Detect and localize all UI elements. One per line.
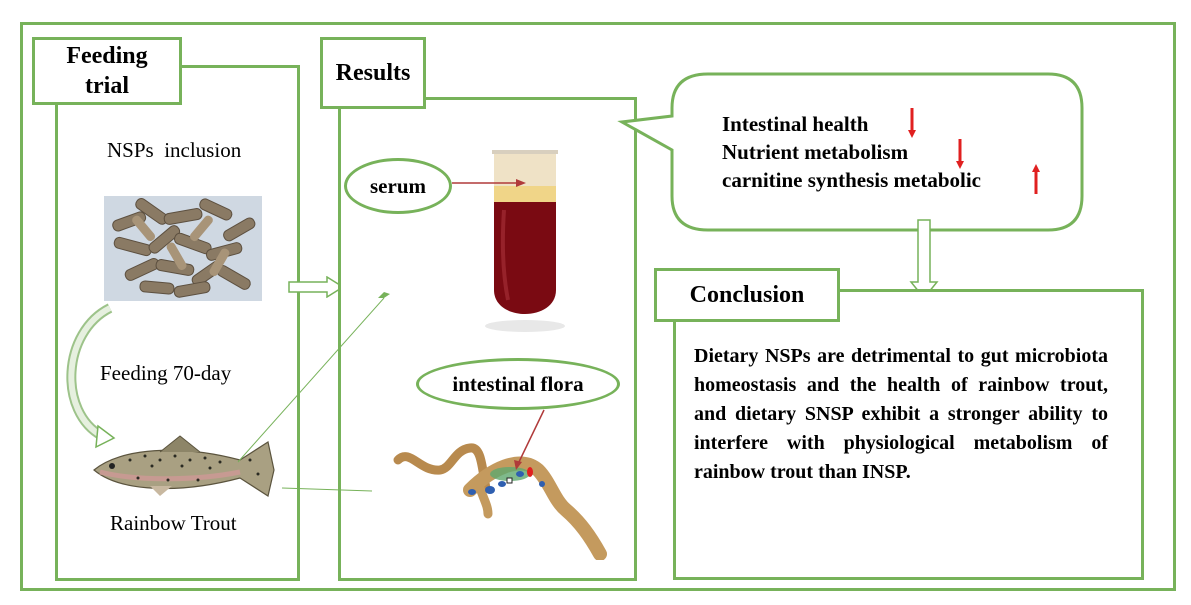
serum-tube-image bbox=[485, 150, 565, 332]
feed-pellets-image bbox=[104, 196, 262, 301]
effect-item: carnitine synthesis metabolic bbox=[722, 168, 981, 192]
effects-bubble-shape bbox=[617, 72, 1084, 232]
rainbow-trout-label: Rainbow Trout bbox=[110, 511, 237, 535]
intestine-image bbox=[393, 443, 607, 560]
conclusion-text: Dietary NSPs are detrimental to gut micr… bbox=[694, 345, 1108, 483]
serum-pointer-arrow bbox=[452, 179, 526, 187]
arrow-down-icon bbox=[956, 139, 964, 169]
effects-list: Intestinal health Nutrient metabolism ca… bbox=[722, 110, 981, 194]
arrow-down-icon bbox=[908, 108, 916, 138]
conclusion-title: Conclusion bbox=[654, 268, 840, 322]
results-title: Results bbox=[320, 37, 426, 109]
arrow-effects-to-conclusion bbox=[909, 219, 939, 300]
nsps-inclusion-label: NSPs inclusion bbox=[107, 138, 242, 162]
effect-item: Nutrient metabolism bbox=[722, 140, 909, 164]
rainbow-trout-image bbox=[93, 435, 275, 497]
curved-arrow-feeding bbox=[66, 303, 116, 449]
flora-pointer-arrow bbox=[514, 409, 545, 470]
intestinal-flora-label: intestinal flora bbox=[416, 358, 620, 410]
serum-label: serum bbox=[344, 158, 452, 214]
conclusion-panel bbox=[673, 289, 1144, 580]
feeding-trial-title: Feeding trial bbox=[32, 37, 182, 105]
effect-item: Intestinal health bbox=[722, 112, 869, 136]
arrow-feeding-to-results bbox=[288, 276, 345, 298]
arrow-up-icon bbox=[1032, 164, 1040, 194]
feeding-duration-label: Feeding 70-day bbox=[100, 361, 232, 385]
